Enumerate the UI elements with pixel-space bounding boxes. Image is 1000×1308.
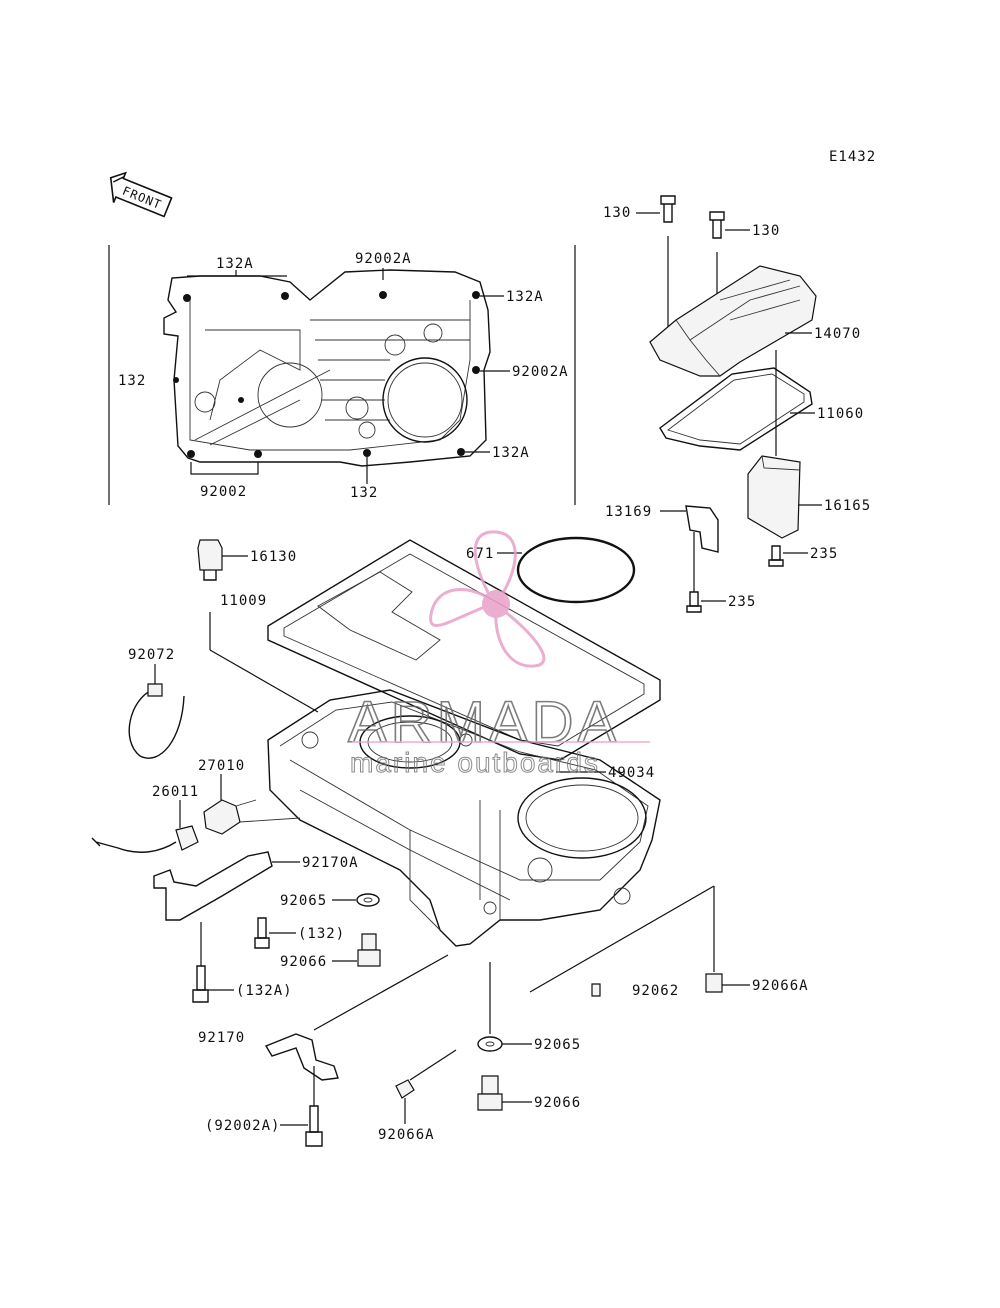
bolt-130-right (709, 211, 725, 239)
neutral-switch-27010 (203, 799, 301, 835)
watermark: ARMADA marine outboards (347, 530, 650, 779)
callout-671: 671 (466, 546, 494, 562)
diagram-code: E1432 (829, 149, 876, 165)
callout-92066A-a: 92066A (752, 978, 809, 994)
callout-11060: 11060 (817, 406, 864, 422)
crankcase-bottom-view (108, 245, 576, 505)
oil-pan (267, 689, 661, 947)
callout-14070: 14070 (814, 326, 861, 342)
callout-92066A-b: 92066A (378, 1127, 435, 1143)
callout-92002-bottom: 92002 (200, 484, 247, 500)
callout-235-b: 235 (728, 594, 756, 610)
callout-132-left: 132 (118, 373, 146, 389)
bolt-235-b (686, 591, 702, 613)
callout-49034: 49034 (608, 765, 655, 781)
callout-92066-a: 92066 (280, 954, 327, 970)
watermark-brand: ARMADA (348, 690, 620, 755)
callout-132-paren: (132) (298, 926, 345, 942)
callout-92170: 92170 (198, 1030, 245, 1046)
callout-92065-a: 92065 (280, 893, 327, 909)
front-arrow-icon: FRONT (109, 171, 173, 218)
band-92072 (128, 683, 185, 759)
breather-cover-group (636, 195, 822, 613)
lead-26011 (91, 825, 199, 853)
callout-92062: 92062 (632, 983, 679, 999)
bolt-130-left (660, 195, 676, 223)
plug-92066A-right (705, 973, 723, 993)
callout-92066-b: 92066 (534, 1095, 581, 1111)
callout-92002A-right: 92002A (512, 364, 569, 380)
plug-92066-lower (477, 1075, 503, 1111)
oil-pan-gasket (267, 539, 661, 761)
callout-132-bottom: 132 (350, 485, 378, 501)
bolt-92002A-paren (305, 1105, 323, 1147)
callout-132A-paren: (132A) (236, 983, 293, 999)
bolt-132-paren (254, 917, 270, 949)
bolt-235-a (768, 545, 784, 567)
watermark-tagline: marine outboards (350, 747, 600, 778)
callout-27010: 27010 (198, 758, 245, 774)
bracket-92170 (264, 1033, 339, 1081)
callout-16165: 16165 (824, 498, 871, 514)
dowel-92062 (591, 983, 601, 997)
callout-11009: 11009 (220, 593, 267, 609)
callout-132A-right-1: 132A (506, 289, 544, 305)
propeller-logo-icon (429, 530, 546, 668)
callout-130-left: 130 (603, 205, 631, 221)
plug-92066A-lower (395, 1079, 415, 1099)
plug-92066-upper (357, 933, 381, 967)
washer-92065-lower (477, 1036, 503, 1052)
callout-16130: 16130 (250, 549, 297, 565)
callout-92170A: 92170A (302, 855, 359, 871)
callout-13169: 13169 (605, 504, 652, 520)
callout-26011: 26011 (152, 784, 199, 800)
callout-132A-top: 132A (216, 256, 254, 272)
callout-130-right: 130 (752, 223, 780, 239)
callout-92065-b: 92065 (534, 1037, 581, 1053)
callout-92072: 92072 (128, 647, 175, 663)
o-ring-671 (516, 536, 636, 604)
bolt-132A-paren (192, 965, 209, 1003)
oil-pressure-switch-16130 (197, 539, 223, 581)
washer-92065-upper (356, 893, 380, 907)
callout-235-a: 235 (810, 546, 838, 562)
bracket-92170A (153, 851, 273, 921)
callout-92002A-paren: (92002A) (205, 1118, 280, 1134)
callout-132A-right-2: 132A (492, 445, 530, 461)
callout-92002A-top: 92002A (355, 251, 412, 267)
